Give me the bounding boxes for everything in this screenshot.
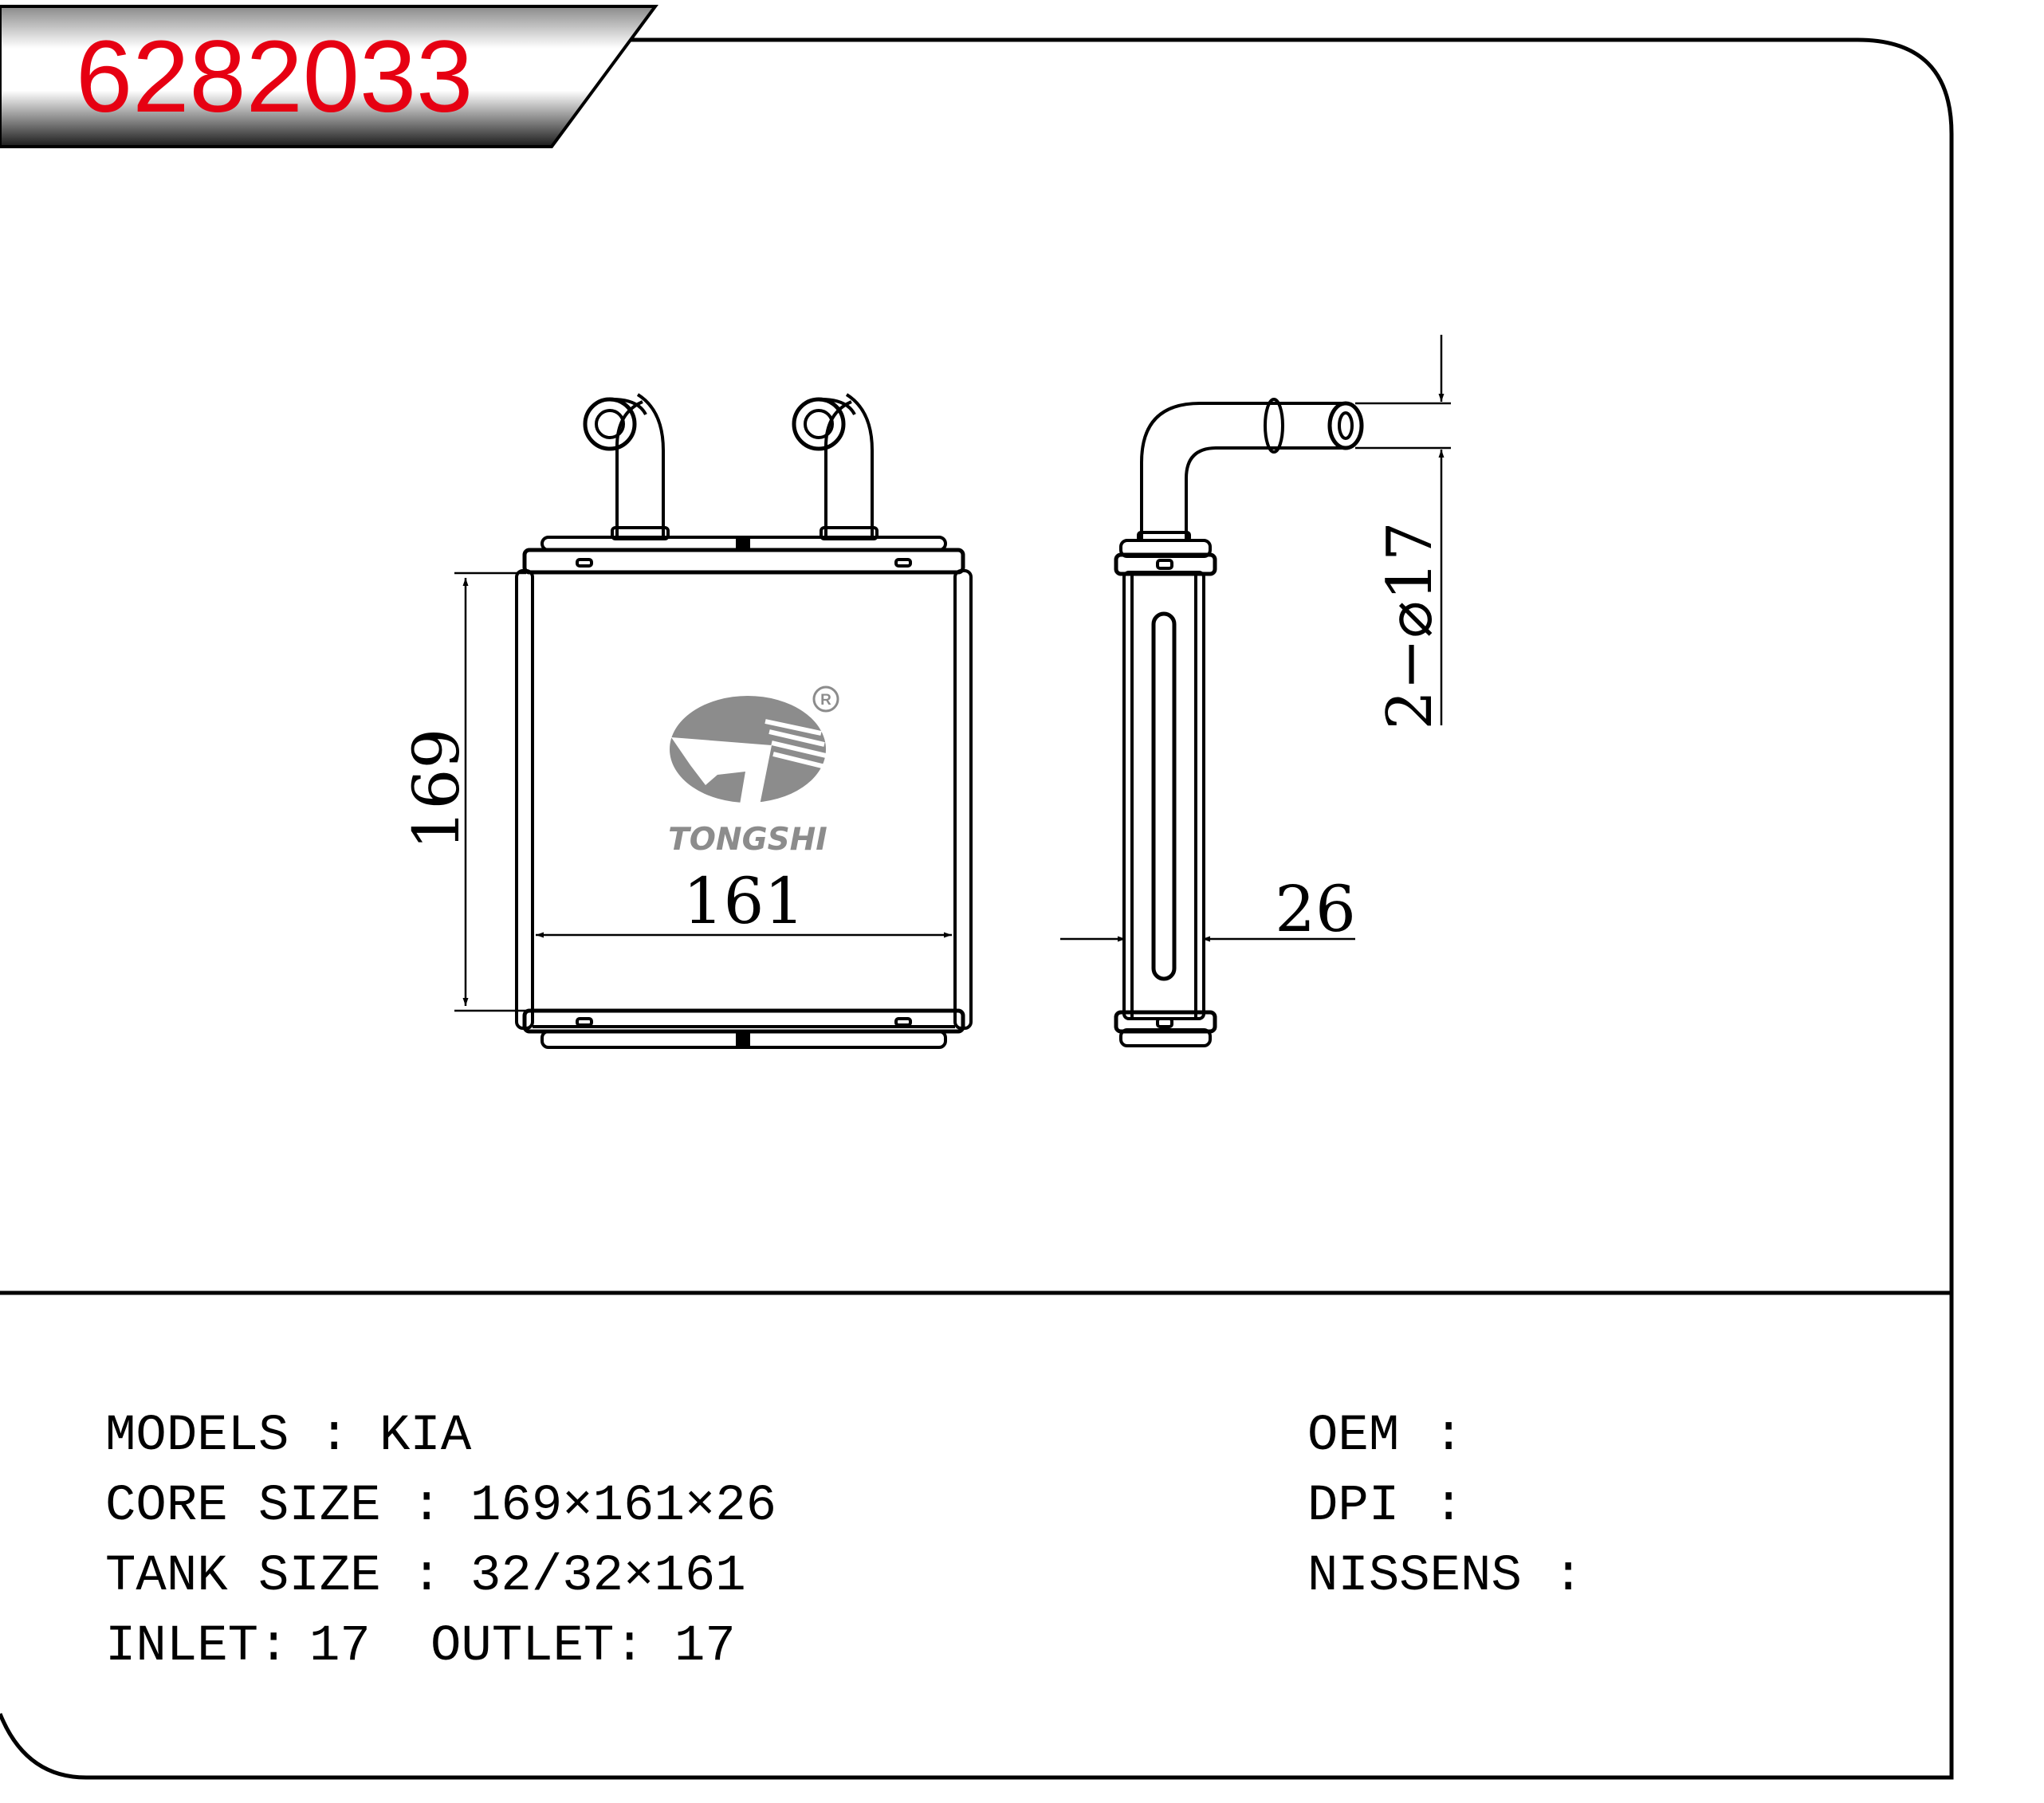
part-number-banner: 6282033 — [0, 5, 658, 148]
core-size-label: CORE SIZE — [105, 1478, 381, 1535]
tongshi-logo: R TONGSHI — [668, 685, 839, 858]
spec-tank-size: TANK SIZE : 32/32×161 — [105, 1548, 746, 1605]
brand-name: TONGSHI — [668, 822, 827, 858]
registered-mark: R — [820, 692, 831, 709]
height-dimension — [454, 572, 526, 1012]
side-pipe — [1137, 398, 1364, 542]
pipe-dimension — [1355, 335, 1451, 725]
front-top-tank — [522, 536, 965, 575]
inlet-value: 17 — [309, 1618, 371, 1675]
core-size-value: 169×161×26 — [470, 1478, 776, 1535]
sheet-frame — [0, 37, 1954, 1780]
spec-dpi: DPI : — [1307, 1478, 1464, 1535]
core-size-sep: : — [411, 1478, 442, 1535]
dpi-label: DPI — [1307, 1478, 1399, 1535]
spec-nissens: NISSENS : — [1307, 1548, 1583, 1605]
registered-mark-icon — [812, 685, 839, 713]
side-view — [1114, 398, 1364, 1047]
tank-size-sep: : — [411, 1548, 442, 1605]
tank-size-label: TANK SIZE — [105, 1548, 381, 1605]
inlet-label: INLET: — [105, 1618, 289, 1675]
tank-size-value: 32/32×161 — [470, 1548, 746, 1605]
depth-dim-label: 26 — [1275, 872, 1356, 946]
outlet-label: OUTLET: — [430, 1618, 645, 1675]
part-number: 6282033 — [76, 20, 473, 134]
models-value: KIA — [379, 1408, 472, 1465]
height-dim-label: 169 — [399, 729, 474, 850]
spec-oem: OEM : — [1307, 1408, 1464, 1465]
spec-models: MODELS : KIA — [105, 1408, 472, 1465]
front-pipe-right — [792, 393, 874, 536]
outlet-value: 17 — [674, 1618, 736, 1675]
nissens-sep: : — [1553, 1548, 1583, 1605]
dpi-sep: : — [1433, 1478, 1464, 1535]
front-bottom-tank — [522, 1008, 965, 1049]
models-label: MODELS — [105, 1408, 289, 1465]
front-view — [515, 393, 973, 1049]
oem-label: OEM — [1307, 1408, 1399, 1465]
oem-sep: : — [1433, 1408, 1464, 1465]
width-dim-label: 161 — [683, 864, 805, 938]
models-sep: : — [319, 1408, 349, 1465]
spec-inlet-outlet: INLET: 17 OUTLET: 17 — [105, 1618, 736, 1675]
pipe-dim-label: 2−⌀17 — [1374, 521, 1446, 729]
nissens-label: NISSENS — [1307, 1548, 1522, 1605]
spec-table: MODELS : KIA CORE SIZE : 169×161×26 TANK… — [105, 1408, 1583, 1675]
spec-core-size: CORE SIZE : 169×161×26 — [105, 1478, 776, 1535]
front-core — [515, 569, 973, 1030]
front-pipe-left — [583, 393, 665, 536]
